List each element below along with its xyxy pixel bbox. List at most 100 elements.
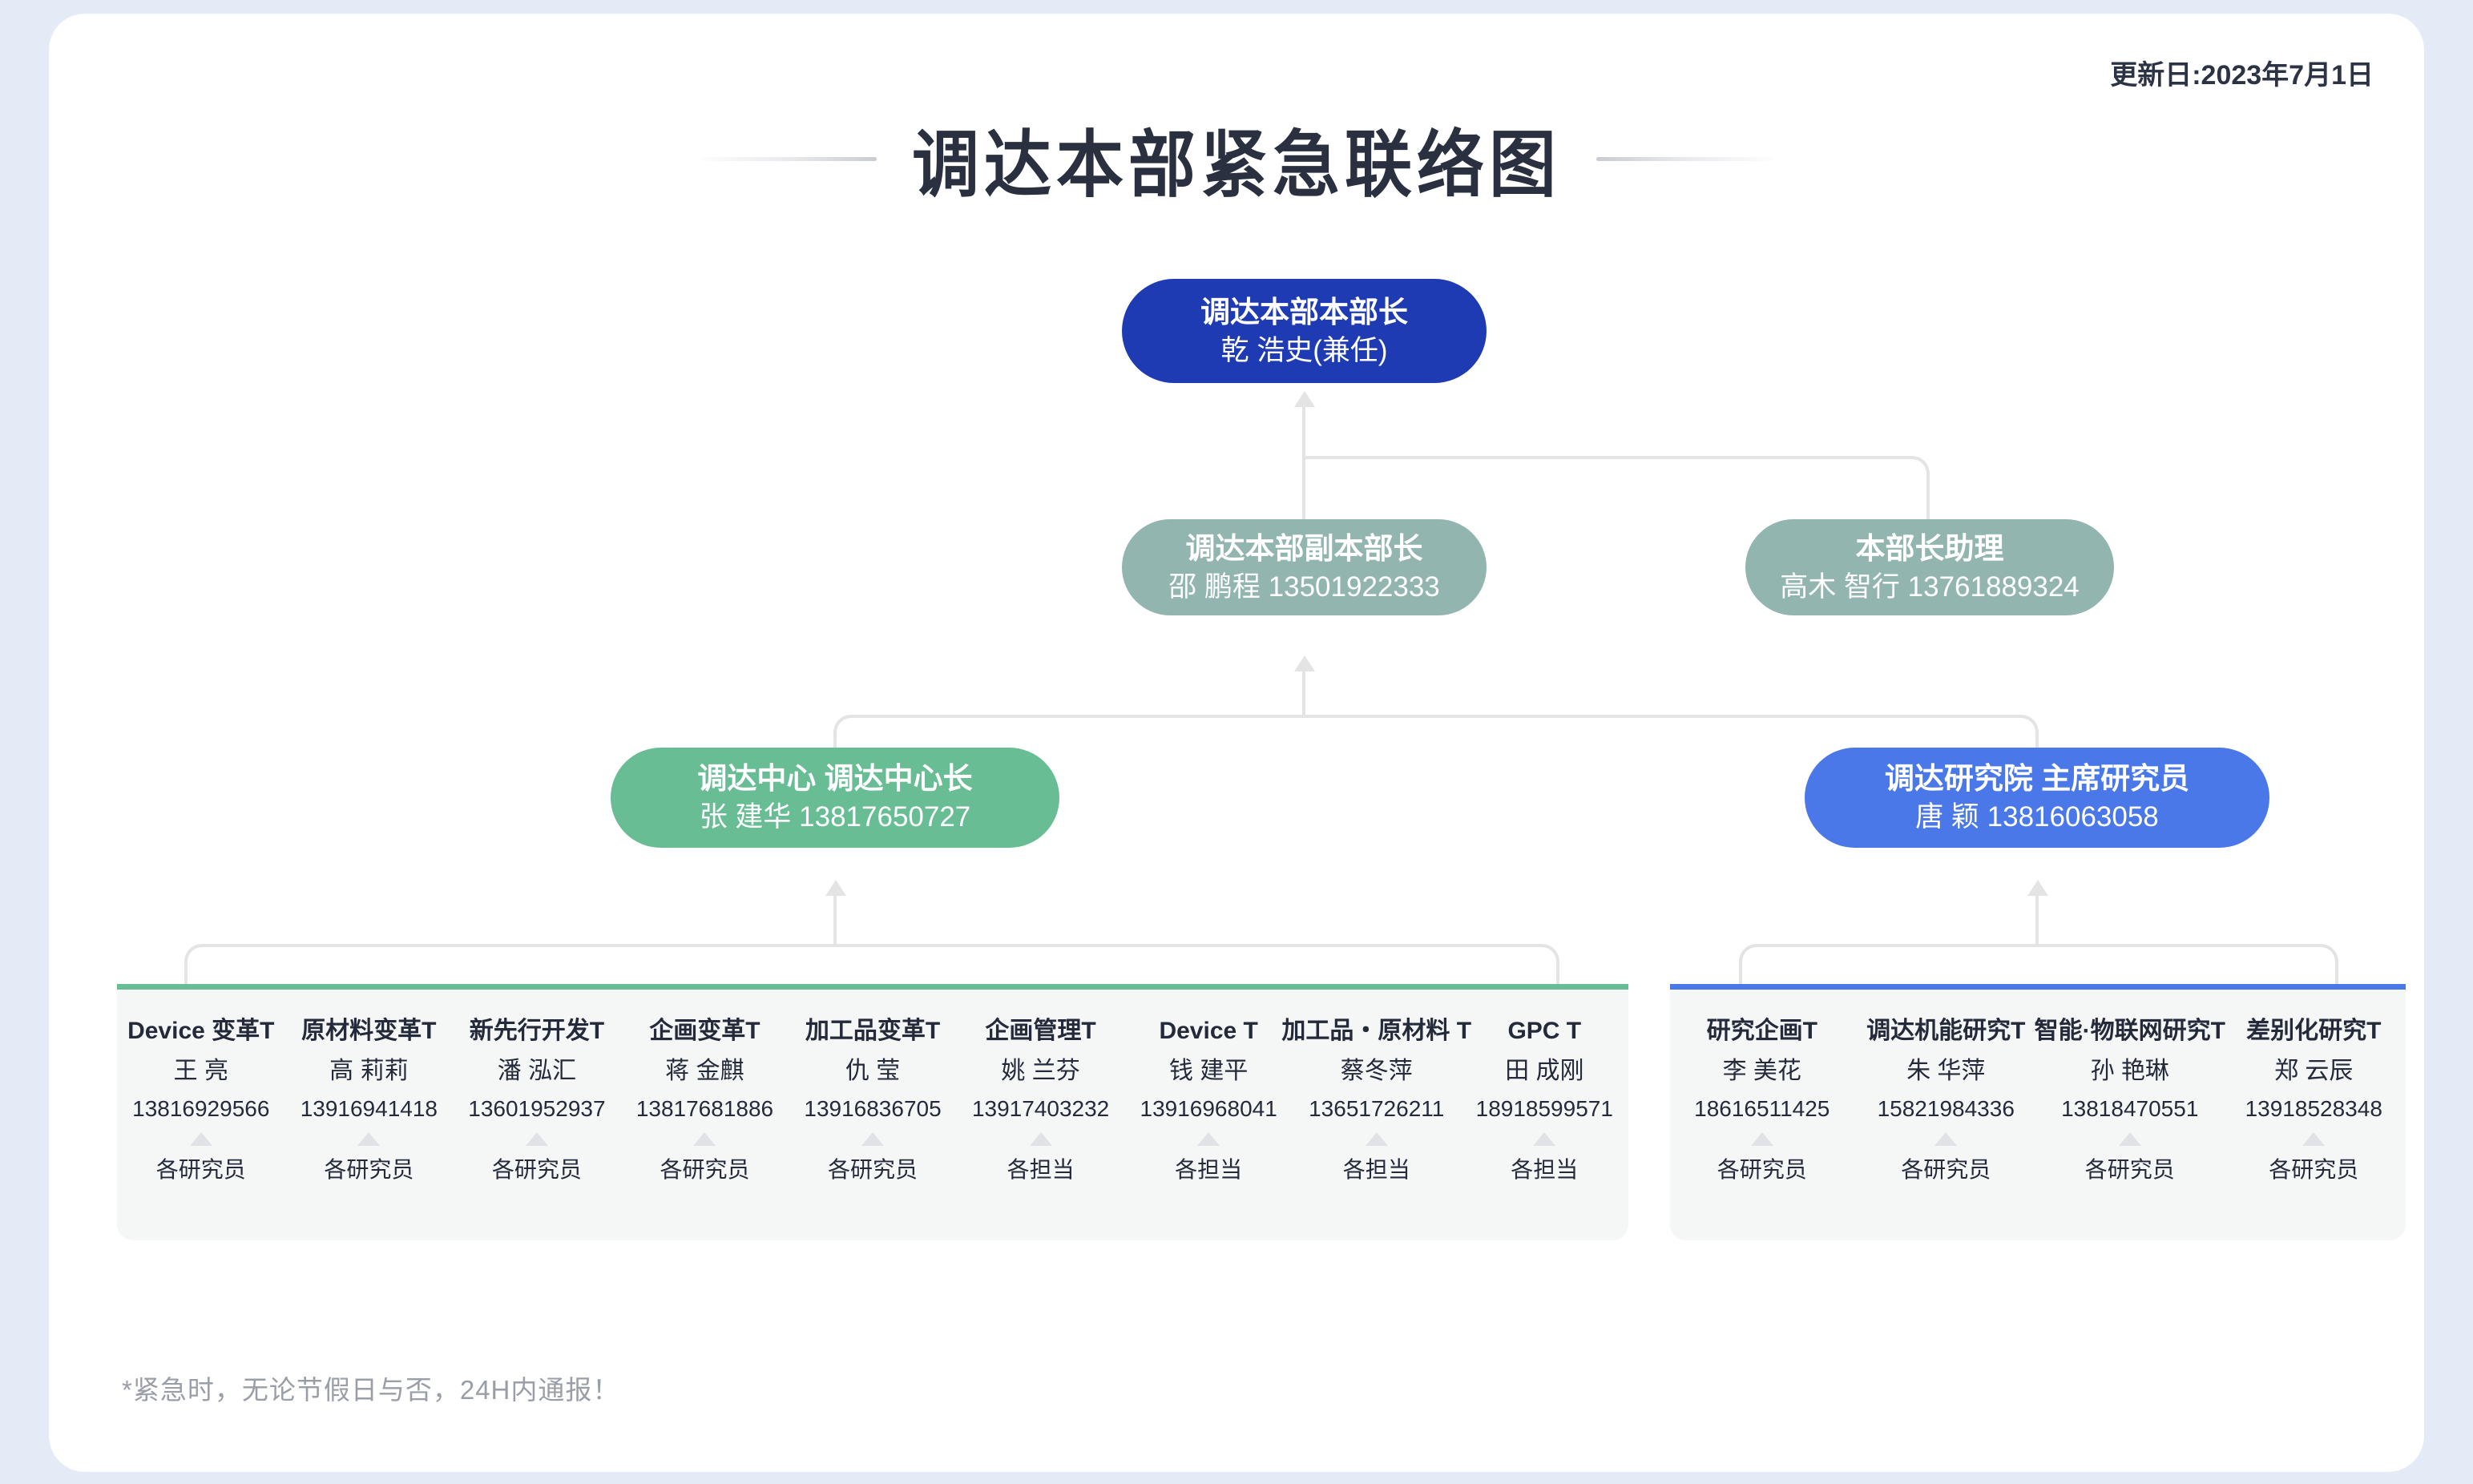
team-member-name: 田 成刚 <box>1505 1058 1584 1084</box>
team-title: 研究企画T <box>1706 1018 1817 1044</box>
team-member-name: 姚 兰芬 <box>1001 1058 1080 1084</box>
page-title: 调达本部紧急联络图 <box>911 121 1561 208</box>
connector-left-group-bus <box>184 944 1559 989</box>
team-role-label: 各研究员 <box>491 1156 582 1182</box>
node-subtitle: 高木 智行 13761889324 <box>1780 571 2080 603</box>
team-role-label: 各研究员 <box>155 1156 246 1182</box>
team-title: 新先行开发T <box>469 1018 605 1044</box>
team-role-label: 各研究员 <box>2269 1156 2359 1182</box>
update-date: 更新日:2023年7月1日 <box>2110 60 2374 91</box>
triangle-up-icon <box>861 1131 885 1146</box>
node-research-institute[interactable]: 调达研究院 主席研究员 唐 颖 13816063058 <box>1805 748 2269 848</box>
triangle-up-icon <box>1533 1131 1556 1146</box>
team-role-label: 各研究员 <box>2084 1156 2175 1182</box>
team-member-name: 李 美花 <box>1722 1058 1801 1084</box>
team-title: GPC T <box>1507 1018 1582 1044</box>
team-member-name: 蔡冬萍 <box>1340 1058 1413 1084</box>
team-title: 原材料变革T <box>301 1018 437 1044</box>
team-column[interactable]: 研究企画T 李 美花 18616511425 各研究员 <box>1670 1017 1854 1240</box>
connector-deputy-down <box>1302 670 1305 718</box>
team-role-label: 各研究员 <box>828 1156 918 1182</box>
team-title: 加工品・原材料 T <box>1281 1018 1472 1044</box>
triangle-up-icon <box>1197 1131 1220 1146</box>
connector-head-stem <box>1302 405 1305 459</box>
triangle-up-icon <box>2302 1131 2326 1146</box>
team-member-name: 仇 莹 <box>845 1058 901 1084</box>
title-rule-right <box>1596 157 1773 161</box>
right-team-panel: 研究企画T 李 美花 18616511425 各研究员 调达机能研究T 朱 华萍 15821… <box>1670 984 2406 1240</box>
team-member-phone: 13816929566 <box>132 1096 270 1121</box>
team-column[interactable]: 加工品・原材料 T 蔡冬萍 13651726211 各担当 <box>1281 1017 1471 1240</box>
team-member-phone: 18616511425 <box>1694 1096 1830 1121</box>
team-title: 智能·物联网研究T <box>2034 1018 2225 1044</box>
team-member-name: 潘 泓汇 <box>497 1058 577 1084</box>
node-subtitle: 唐 颖 13816063058 <box>1915 801 2159 833</box>
triangle-up-icon <box>1029 1131 1052 1146</box>
team-member-phone: 13818470551 <box>2061 1096 2199 1121</box>
team-title: Device T <box>1159 1018 1258 1044</box>
node-procurement-center[interactable]: 调达中心 调达中心长 张 建华 13817650727 <box>611 748 1059 848</box>
team-member-name: 王 亮 <box>173 1058 228 1084</box>
node-subtitle: 邵 鹏程 13501922333 <box>1168 571 1440 603</box>
triangle-up-icon <box>1934 1131 1958 1146</box>
team-title: 调达机能研究T <box>1866 1018 2026 1044</box>
footer-note: *紧急时，无论节假日与否，24H内通报！ <box>122 1375 620 1405</box>
arrow-to-center <box>825 880 846 896</box>
team-member-phone: 13916836705 <box>804 1096 942 1121</box>
left-team-panel: Device 变革T 王 亮 13816929566 各研究员 原材料变革T 高 莉莉 13… <box>117 984 1628 1240</box>
team-column[interactable]: GPC T 田 成刚 18918599571 各担当 <box>1461 1017 1629 1240</box>
team-member-phone: 13916941418 <box>300 1096 438 1121</box>
node-deputy-head[interactable]: 调达本部副本部长 邵 鹏程 13501922333 <box>1122 519 1487 615</box>
triangle-up-icon <box>189 1131 212 1146</box>
team-role-label: 各研究员 <box>324 1156 414 1182</box>
node-title: 调达中心 调达中心长 <box>697 762 973 796</box>
triangle-up-icon <box>1750 1131 1773 1146</box>
triangle-up-icon <box>525 1131 548 1146</box>
team-member-phone: 13917403232 <box>971 1096 1110 1121</box>
connector-right-group-bus <box>1739 944 2338 989</box>
team-member-phone: 18918599571 <box>1475 1096 1613 1121</box>
node-head-assistant[interactable]: 本部长助理 高木 智行 13761889324 <box>1745 519 2114 615</box>
team-column[interactable]: 加工品变革T 仇 莹 13916836705 各研究员 <box>789 1017 957 1240</box>
team-role-label: 各研究员 <box>660 1156 750 1182</box>
team-member-name: 高 莉莉 <box>329 1058 409 1084</box>
team-member-phone: 13817681886 <box>635 1096 774 1121</box>
team-role-label: 各担当 <box>1342 1156 1410 1182</box>
connector-head-to-assistant <box>1302 456 1930 522</box>
title-row: 调达本部紧急联络图 <box>50 111 2423 208</box>
team-member-name: 蒋 金麒 <box>665 1058 744 1084</box>
team-title: 企画管理T <box>985 1018 1096 1044</box>
team-role-label: 各担当 <box>1007 1156 1075 1182</box>
node-head-of-department[interactable]: 调达本部本部长 乾 浩史(兼任) <box>1122 279 1487 383</box>
team-title: 加工品变革T <box>805 1018 941 1044</box>
diagram-card: 更新日:2023年7月1日 调达本部紧急联络图 调达本部本部长 乾 浩史(兼任)… <box>50 14 2423 1471</box>
triangle-up-icon <box>1365 1131 1388 1146</box>
connector-bus-level3 <box>833 715 2039 764</box>
team-column[interactable]: Device 变革T 王 亮 13816929566 各研究员 <box>117 1017 285 1240</box>
arrow-to-head <box>1294 391 1315 407</box>
team-member-phone: 15821984336 <box>1877 1096 2015 1121</box>
connector-institute-down <box>2035 894 2039 947</box>
team-column[interactable]: 原材料变革T 高 莉莉 13916941418 各研究员 <box>285 1017 454 1240</box>
team-member-name: 朱 华萍 <box>1906 1058 1986 1084</box>
arrow-to-institute <box>2027 880 2048 896</box>
team-member-phone: 13651726211 <box>1309 1096 1445 1121</box>
arrow-to-deputy <box>1294 655 1315 671</box>
team-member-name: 郑 云辰 <box>2274 1058 2354 1084</box>
team-role-label: 各担当 <box>1175 1156 1243 1182</box>
connector-center-down <box>833 894 837 947</box>
team-title: Device 变革T <box>127 1018 275 1044</box>
team-role-label: 各研究员 <box>1717 1156 1807 1182</box>
team-column[interactable]: 企画管理T 姚 兰芬 13917403232 各担当 <box>957 1017 1125 1240</box>
team-member-name: 钱 建平 <box>1168 1058 1249 1084</box>
team-role-label: 各担当 <box>1511 1156 1579 1182</box>
team-title: 差别化研究T <box>2246 1018 2382 1044</box>
title-rule-left <box>700 157 877 161</box>
connector-deputy-stem <box>1302 456 1305 522</box>
